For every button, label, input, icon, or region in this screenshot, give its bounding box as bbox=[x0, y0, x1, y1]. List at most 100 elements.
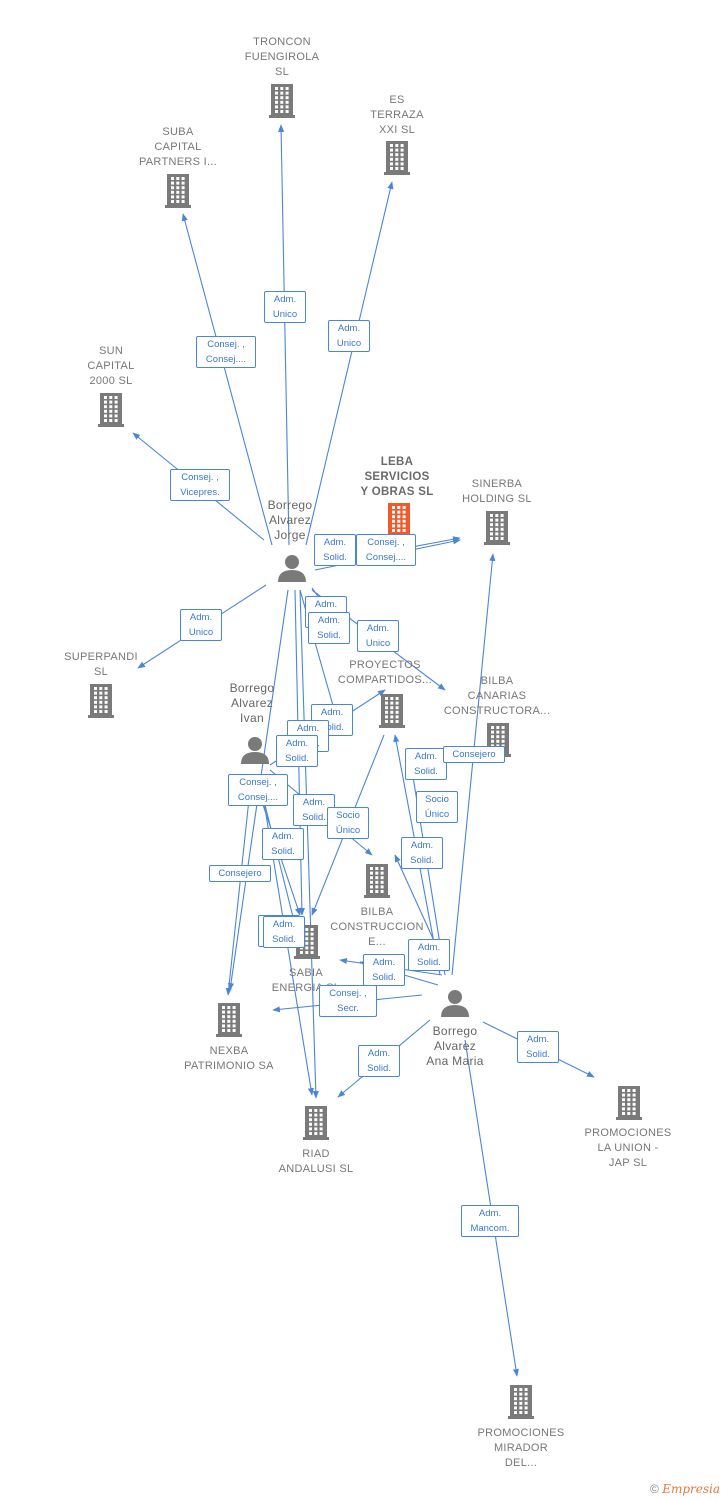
node-label-line: Jorge bbox=[274, 528, 306, 542]
relation-label[interactable]: Adm.Unico bbox=[357, 620, 399, 652]
relation-label-line: Unico bbox=[336, 338, 362, 349]
relation-label-line: Consej. , bbox=[367, 537, 405, 548]
relation-label[interactable]: Adm. Solid. bbox=[405, 748, 447, 780]
node-label-line: HOLDING SL bbox=[462, 493, 532, 505]
relation-label[interactable]: Adm.Solid. bbox=[358, 1045, 400, 1077]
building-icon[interactable] bbox=[98, 393, 124, 427]
node-label-line: CAPITAL bbox=[87, 360, 135, 372]
relation-label-line: Consejero bbox=[452, 748, 496, 760]
relation-label[interactable]: Adm.Solid. bbox=[308, 612, 350, 644]
relation-label-line: Consej. , bbox=[239, 777, 277, 788]
relation-label-line: Consej. , bbox=[329, 988, 367, 999]
relation-label-line: Vicepres. bbox=[180, 487, 220, 498]
edge-jorge-suba bbox=[181, 213, 273, 546]
relation-label[interactable]: Adm.Unico bbox=[264, 291, 306, 323]
relation-label-line: Solid. bbox=[410, 855, 434, 866]
relation-label[interactable]: Consej. , Consej.... bbox=[228, 774, 288, 806]
node-label-line: XXI SL bbox=[378, 124, 416, 136]
relation-label-line: Adm. bbox=[323, 537, 347, 548]
relation-label[interactable]: Consej. ,Consej.... bbox=[356, 534, 416, 566]
relation-label-line: Solid. bbox=[272, 934, 296, 945]
relation-label-line: Solid. bbox=[285, 753, 309, 764]
node-label-line: Alvarez bbox=[433, 1039, 477, 1053]
node-label-line: PROYECTOS bbox=[349, 659, 421, 671]
relation-label[interactable]: Adm.Solid. bbox=[263, 916, 305, 948]
relation-label[interactable]: Consej. ,Consej.... bbox=[196, 336, 256, 368]
relation-label[interactable]: Adm.Solid. bbox=[363, 954, 405, 986]
node-label-line: CAPITAL bbox=[154, 141, 202, 153]
building-icon[interactable] bbox=[364, 864, 390, 898]
relation-label-line: Solid. bbox=[302, 812, 326, 823]
relation-label[interactable]: Consej. , Secr. bbox=[319, 985, 377, 1017]
relation-label[interactable]: Adm.Mancom. bbox=[461, 1205, 519, 1237]
relation-label[interactable]: Adm.Unico bbox=[180, 609, 222, 641]
relation-label-line: Adm. bbox=[414, 751, 438, 762]
relation-label-line: Adm. bbox=[526, 1034, 550, 1045]
relation-label[interactable]: Adm.Solid. bbox=[262, 828, 304, 860]
relation-label[interactable]: Adm.Solid. bbox=[276, 735, 318, 767]
building-icon[interactable] bbox=[303, 1106, 329, 1140]
building-icon[interactable] bbox=[508, 1385, 534, 1419]
relation-label-line: Secr. bbox=[337, 1003, 359, 1014]
relation-label[interactable]: Adm.Solid. bbox=[314, 534, 356, 566]
building-icon[interactable] bbox=[88, 684, 114, 718]
relation-label[interactable]: Adm.Unico bbox=[328, 320, 370, 352]
relation-label-line: Unico bbox=[365, 638, 391, 649]
node-label-line: SINERBA bbox=[471, 478, 523, 490]
node-label-sinerba[interactable]: SINERBA HOLDING SL bbox=[432, 477, 562, 507]
person-icon[interactable] bbox=[241, 737, 269, 764]
relation-label[interactable]: Adm.Solid. bbox=[401, 837, 443, 869]
node-label-line: SUN bbox=[98, 345, 124, 357]
building-icon[interactable] bbox=[379, 694, 405, 728]
relation-label-line: Adm. bbox=[317, 615, 341, 626]
brand-logo[interactable]: Empresia bbox=[662, 1482, 720, 1496]
building-icon[interactable] bbox=[616, 1086, 642, 1120]
node-label-line: PATRIMONIO SA bbox=[184, 1060, 274, 1072]
relation-label[interactable]: Adm.Solid. bbox=[517, 1031, 559, 1063]
building-icon[interactable] bbox=[216, 1003, 242, 1037]
relation-label[interactable]: Consej. ,Vicepres. bbox=[170, 469, 230, 501]
node-label-line: BILBA bbox=[480, 675, 514, 687]
node-label-nexba[interactable]: NEXBA PATRIMONIO SA bbox=[164, 1044, 294, 1074]
building-icon[interactable] bbox=[384, 141, 410, 175]
node-label-line: BILBA bbox=[360, 906, 394, 918]
building-icon[interactable] bbox=[484, 511, 510, 545]
person-icon[interactable] bbox=[278, 555, 306, 582]
building-icon[interactable] bbox=[165, 174, 191, 208]
node-label-line: SL bbox=[93, 666, 109, 678]
node-label-line: Y OBRAS SL bbox=[360, 486, 434, 498]
relation-label-line: Solid. bbox=[414, 766, 438, 777]
person-icon[interactable] bbox=[441, 990, 469, 1017]
relation-label[interactable]: Adm.Solid. bbox=[408, 939, 450, 971]
relation-label[interactable]: Consejero bbox=[209, 864, 271, 882]
relation-label[interactable]: Consejero bbox=[443, 745, 505, 763]
building-icon[interactable] bbox=[269, 84, 295, 118]
node-label-line: NEXBA bbox=[209, 1045, 249, 1057]
node-label-line: MIRADOR bbox=[493, 1442, 549, 1454]
relation-label-line: Solid. bbox=[417, 957, 441, 968]
relation-label-line: Consej.... bbox=[237, 792, 279, 803]
relation-label-line: Consej.... bbox=[205, 354, 247, 365]
relation-label-line: Solid. bbox=[271, 846, 295, 857]
building-icon[interactable] bbox=[386, 503, 412, 537]
node-label-line: SL bbox=[274, 66, 290, 78]
relation-label-line: Adm. bbox=[367, 1048, 391, 1059]
